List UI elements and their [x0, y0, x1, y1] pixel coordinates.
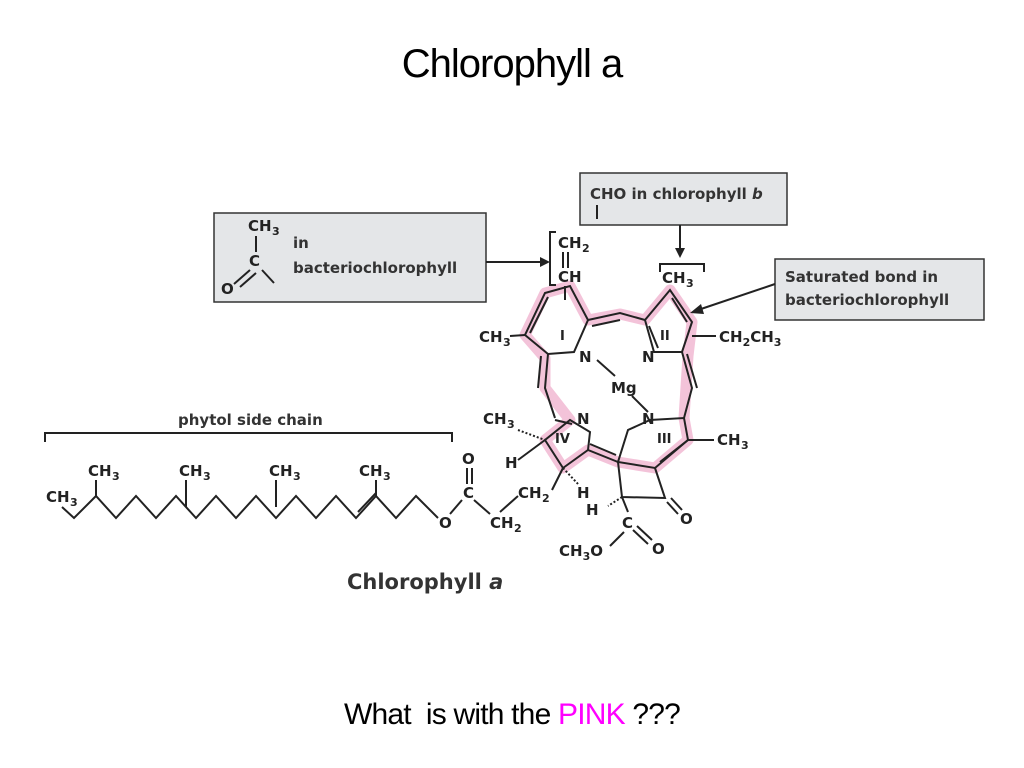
vinyl-group: CH 2 CH	[558, 234, 590, 300]
ring-label-II: II	[660, 329, 670, 344]
cho-arrowhead	[675, 248, 685, 258]
svg-text:O: O	[439, 514, 452, 532]
svg-text:2: 2	[514, 522, 522, 535]
svg-text:CH: CH	[518, 484, 542, 502]
svg-text:CH: CH	[88, 462, 112, 480]
saturated-arrow	[697, 283, 776, 311]
ring-label-IV: IV	[555, 432, 570, 447]
ring-label-I: I	[560, 329, 565, 344]
svg-text:H: H	[586, 501, 599, 519]
svg-text:O: O	[462, 450, 475, 468]
svg-text:CH: CH	[46, 488, 70, 506]
svg-text:2: 2	[542, 492, 550, 505]
svg-text:CH: CH	[483, 410, 507, 428]
svg-text:CH2CH3: CH2CH3	[719, 328, 781, 349]
svg-text:CH: CH	[479, 328, 503, 346]
svg-text:Mg: Mg	[611, 379, 637, 397]
svg-text:CH: CH	[359, 462, 383, 480]
svg-text:3: 3	[293, 470, 301, 483]
svg-text:CH: CH	[662, 269, 686, 287]
svg-text:C: C	[249, 252, 260, 270]
footer-prefix: What is with the	[343, 698, 558, 731]
svg-text:CH: CH	[269, 462, 293, 480]
svg-text:3: 3	[686, 277, 694, 290]
footer-question: What is with the PINK ???	[0, 698, 1024, 732]
diagram-caption: Chlorophyll a	[347, 570, 503, 594]
svg-text:3: 3	[272, 225, 280, 238]
footer-highlight-pink: PINK	[557, 698, 626, 731]
svg-text:CH: CH	[248, 217, 272, 235]
saturated-arrowhead	[690, 304, 704, 314]
svg-text:CH: CH	[717, 431, 741, 449]
svg-text:3: 3	[507, 418, 515, 431]
svg-text:3: 3	[741, 439, 749, 452]
footer-suffix: ???	[624, 698, 681, 731]
svg-text:bacteriochlorophyll: bacteriochlorophyll	[293, 259, 457, 277]
bacteriochlorophyll-acetyl-box: CH 3 C O in bacteriochlorophyll	[213, 212, 487, 303]
svg-text:in: in	[293, 234, 309, 252]
svg-text:CH3O: CH3O	[559, 542, 603, 563]
svg-text:O: O	[680, 510, 693, 528]
svg-text:3: 3	[203, 470, 211, 483]
svg-text:N: N	[577, 410, 590, 428]
ring-label-III: III	[657, 432, 672, 447]
svg-text:C: C	[463, 484, 474, 502]
svg-text:phytol side chain: phytol side chain	[178, 411, 323, 429]
svg-text:3: 3	[70, 496, 78, 509]
svg-text:H: H	[577, 484, 590, 502]
svg-text:Saturated bond in: Saturated bond in	[785, 268, 938, 286]
svg-text:CH: CH	[490, 514, 514, 532]
vinyl-bracket	[549, 231, 556, 286]
svg-text:O: O	[652, 540, 665, 558]
svg-text:H: H	[505, 454, 518, 472]
svg-text:3: 3	[112, 470, 120, 483]
svg-text:O: O	[221, 280, 234, 298]
svg-text:C: C	[622, 514, 633, 532]
svg-text:N: N	[642, 410, 655, 428]
svg-text:3: 3	[503, 336, 511, 349]
phytol-side-chain: phytol side chain CH 3 CH 3 CH 3 CH 3 CH…	[44, 411, 453, 520]
svg-text:N: N	[642, 348, 655, 366]
svg-text:3: 3	[383, 470, 391, 483]
slide-title: Chlorophyll a	[401, 42, 623, 86]
svg-text:CH: CH	[558, 234, 582, 252]
svg-text:CHO in chlorophyll b: CHO in chlorophyll b	[590, 185, 763, 203]
svg-text:bacteriochlorophyll: bacteriochlorophyll	[785, 291, 949, 309]
svg-text:2: 2	[582, 242, 590, 255]
saturated-bond-box: Saturated bond in bacteriochlorophyll	[774, 258, 985, 321]
methyl-bracket	[659, 263, 705, 272]
svg-text:CH: CH	[558, 268, 582, 286]
svg-text:N: N	[579, 348, 592, 366]
acetyl-arrowhead	[540, 257, 550, 267]
svg-text:CH: CH	[179, 462, 203, 480]
chlorophyll-b-box: CHO in chlorophyll b	[579, 172, 788, 226]
